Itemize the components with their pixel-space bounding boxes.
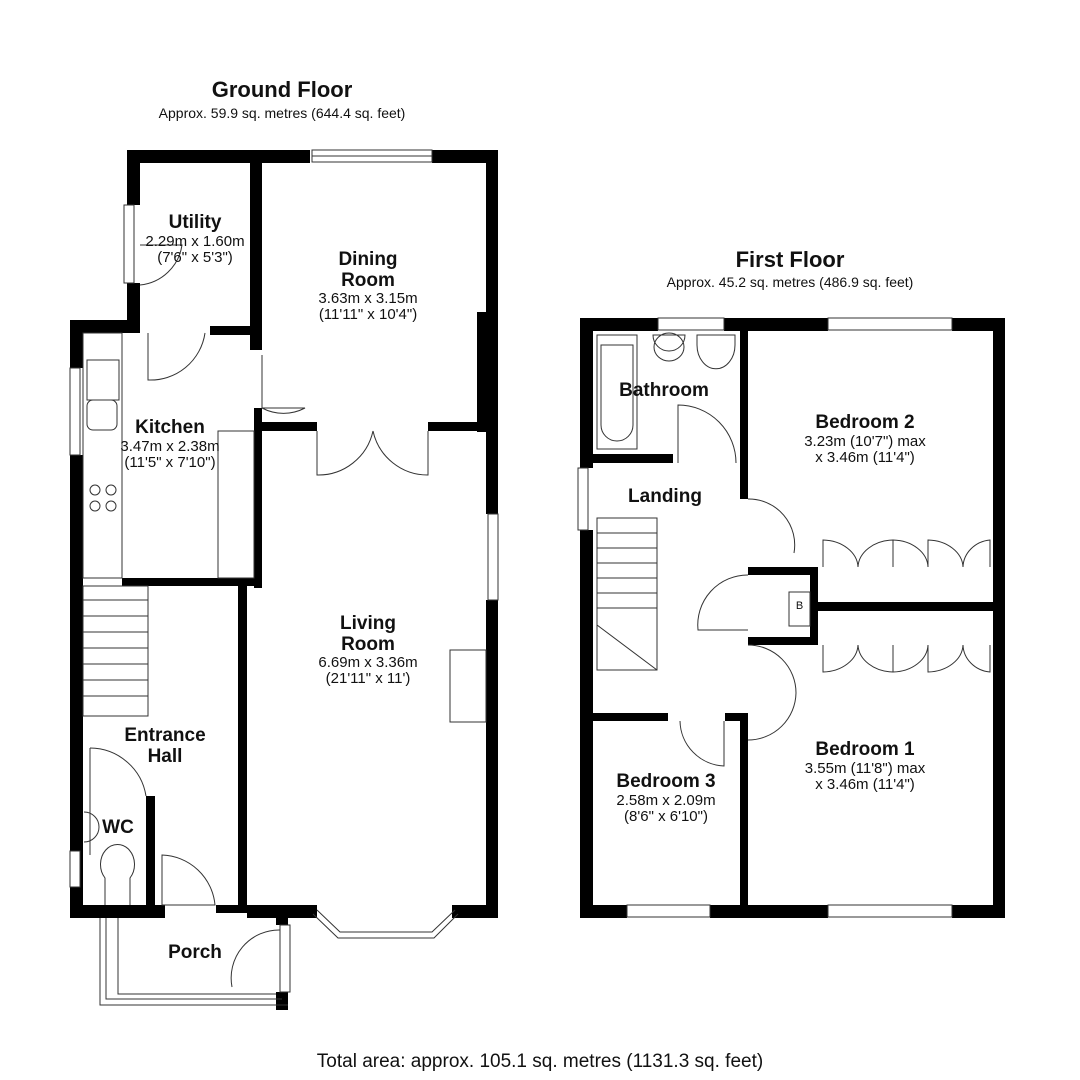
room-bathroom: Bathroom <box>619 380 709 401</box>
first-floor-walls <box>580 318 1005 918</box>
room-name-2: Room <box>341 269 395 291</box>
first-floor-fixtures <box>577 317 991 918</box>
room-name: Dining <box>338 249 398 270</box>
room-dim-imperial: (11'11" x 10'4") <box>318 306 418 324</box>
room-bedroom-3: Bedroom 3 2.58m x 2.09m (8'6" x 6'10") <box>596 771 736 825</box>
total-area: Total area: approx. 105.1 sq. metres (11… <box>316 1051 764 1072</box>
room-porch: Porch <box>168 942 222 963</box>
room-landing: Landing <box>628 486 702 507</box>
room-dim-metric: 3.63m x 3.15m <box>318 290 418 308</box>
room-name-2: Room <box>341 633 395 655</box>
room-dining: Dining Room 3.63m x 3.15m (11'11" x 10'4… <box>288 249 448 324</box>
room-bedroom-2: Bedroom 2 3.23m (10'7") max x 3.46m (11'… <box>780 412 950 466</box>
room-entrance-hall: Entrance Hall <box>100 725 230 767</box>
room-dim-line2: x 3.46m (11'4") <box>815 448 915 466</box>
room-utility: Utility 2.29m x 1.60m (7'6" x 5'3") <box>110 212 280 266</box>
ground-floor-walls <box>70 150 498 1010</box>
first-floor-area: Approx. 45.2 sq. metres (486.9 sq. feet) <box>666 274 914 290</box>
first-floor-title: First Floor <box>735 247 845 272</box>
room-dim-line1: 3.23m (10'7") max <box>804 432 926 450</box>
room-dim-metric: 2.29m x 1.60m <box>145 232 245 250</box>
ground-floor-fixtures <box>69 149 499 1006</box>
room-wc: WC <box>102 817 134 838</box>
room-dim-imperial: (7'6" x 5'3") <box>157 248 233 266</box>
boiler-cupboard-label: B <box>795 600 804 612</box>
room-dim-metric: 3.47m x 2.38m <box>120 437 220 455</box>
room-name: Entrance <box>124 725 206 746</box>
room-name: Kitchen <box>135 417 205 438</box>
room-dim-metric: 2.58m x 2.09m <box>616 791 716 809</box>
room-dim-metric: 6.69m x 3.36m <box>318 654 418 672</box>
room-living: Living Room 6.69m x 3.36m (21'11" x 11') <box>288 613 448 688</box>
room-dim-imperial: (11'5" x 7'10") <box>124 453 216 471</box>
room-name: Bedroom 2 <box>815 412 915 433</box>
room-dim-imperial: (8'6" x 6'10") <box>624 807 708 825</box>
ground-floor-area: Approx. 59.9 sq. metres (644.4 sq. feet) <box>158 105 406 121</box>
room-dim-line1: 3.55m (11'8") max <box>804 759 926 777</box>
room-name-2: Hall <box>147 745 183 767</box>
room-name: Utility <box>168 212 222 233</box>
ground-floor-title: Ground Floor <box>211 77 353 102</box>
room-name: Living <box>340 613 396 634</box>
room-dim-imperial: (21'11" x 11') <box>325 670 411 688</box>
room-dim-line2: x 3.46m (11'4") <box>815 775 915 793</box>
room-name: Bedroom 3 <box>616 771 716 792</box>
room-name: Bedroom 1 <box>815 739 915 760</box>
room-kitchen: Kitchen 3.47m x 2.38m (11'5" x 7'10") <box>90 417 250 471</box>
room-bedroom-1: Bedroom 1 3.55m (11'8") max x 3.46m (11'… <box>780 739 950 793</box>
